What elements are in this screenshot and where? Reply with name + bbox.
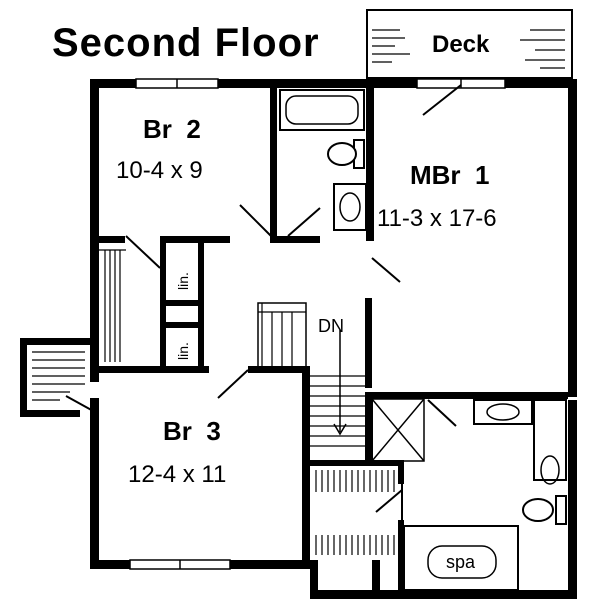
spa-tub: [403, 525, 519, 591]
hall-closet: [315, 470, 395, 555]
deck-boards-right: [520, 29, 565, 69]
linen-closet-upper-label: lin.: [175, 272, 191, 290]
door-swings: [65, 84, 462, 520]
interior-walls: [99, 79, 568, 590]
br3-dimensions: 12-4 x 11: [128, 461, 226, 488]
mbr-closet: [371, 398, 425, 462]
windows: [129, 78, 506, 570]
sink-master: [473, 399, 533, 425]
bath-fixtures: [279, 89, 567, 591]
bathtub: [279, 89, 365, 131]
mbr1-dimensions: 11-3 x 17-6: [377, 205, 497, 232]
toilet-upper: [327, 139, 365, 169]
sink-upper: [333, 183, 367, 231]
outer-walls: [20, 79, 577, 599]
deck-label: Deck: [432, 31, 490, 58]
toilet-master: [522, 495, 567, 525]
plan-title: Second Floor: [52, 21, 320, 65]
vanity-master: [533, 399, 567, 485]
bump-closet: [32, 351, 85, 401]
deck-boards-left: [372, 29, 410, 63]
closet-hatching: [32, 249, 425, 555]
br3-name: Br 3: [163, 416, 221, 446]
br2-dimensions: 10-4 x 9: [116, 157, 203, 184]
br2-name: Br 2: [143, 114, 201, 144]
br2-closet: [99, 249, 126, 362]
stairs-down-label: DN: [318, 316, 344, 336]
deck-outline: [366, 9, 573, 79]
spa-label: spa: [446, 552, 476, 572]
linen-closet-lower-label: lin.: [175, 342, 191, 360]
deck: [366, 9, 573, 79]
mbr1-name: MBr 1: [410, 160, 489, 190]
stairs: [257, 302, 365, 447]
